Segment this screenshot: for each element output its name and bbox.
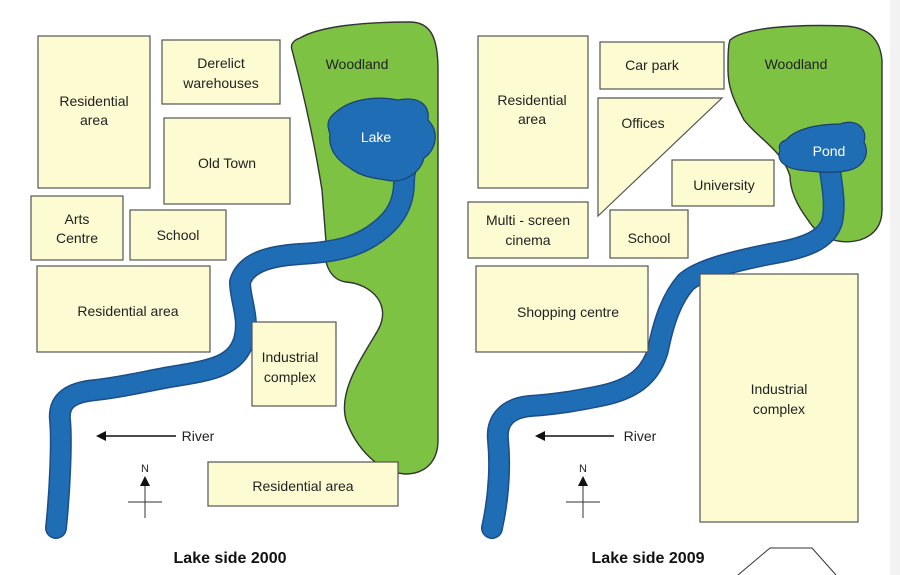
derelict-warehouses-label-2: warehouses (182, 75, 259, 91)
caption-2000: Lake side 2000 (174, 550, 287, 567)
compass-2009 (566, 476, 600, 518)
school-label-2000: School (157, 227, 200, 243)
river-arrow-2000 (96, 431, 176, 441)
industrial-complex-label-2000-1: Industrial (262, 349, 319, 365)
industrial-complex-label-2009-2: complex (753, 401, 805, 417)
residential-area-top-label-1: Residential (59, 93, 128, 109)
multi-screen-cinema-block (467, 201, 589, 259)
derelict-warehouses-block (161, 39, 281, 105)
lake-shape (327, 97, 436, 182)
residential-area-label-2009-1: Residential (497, 92, 566, 108)
river-label-2009: River (624, 428, 657, 444)
map-2009: Residential area Car park Woodland Offic… (467, 24, 883, 575)
river-2000 (46, 146, 420, 538)
map-2000: Residential area Derelict warehouses Woo… (30, 21, 439, 567)
car-park-label: Car park (625, 57, 680, 73)
residential-area-label-2009-2: area (518, 111, 546, 127)
woodland-label-2009: Woodland (765, 56, 828, 72)
residential-area-top-2000 (37, 35, 151, 189)
river-label-2000: River (182, 428, 215, 444)
pond-label: Pond (813, 143, 846, 159)
woodland-label-2000: Woodland (326, 56, 389, 72)
derelict-warehouses-label-1: Derelict (197, 55, 245, 71)
residential-area-mid-block (36, 265, 211, 353)
multi-screen-cinema-label-1: Multi - screen (486, 212, 570, 228)
industrial-complex-block-2000 (251, 321, 337, 407)
university-block (671, 159, 775, 207)
school-block-2000 (129, 209, 227, 261)
industrial-complex-label-2000-2: complex (264, 369, 316, 385)
offices-label: Offices (621, 115, 664, 131)
offices-block (597, 97, 724, 218)
north-arrow-icon (578, 476, 588, 486)
industrial-complex-block-2009 (699, 273, 859, 523)
arts-centre-block (30, 195, 124, 261)
industrial-complex-label-2009-1: Industrial (751, 381, 808, 397)
school-label-2009: School (628, 230, 671, 246)
multi-screen-cinema-label-2: cinema (505, 232, 550, 248)
car-park-block (599, 41, 725, 90)
caption-2009: Lake side 2009 (592, 550, 705, 567)
north-label-2000: N (141, 463, 149, 475)
residential-area-bottom-block (207, 461, 399, 507)
school-block-2009 (609, 209, 689, 259)
old-town-label: Old Town (198, 155, 256, 171)
river-arrow-2009 (535, 431, 614, 441)
university-label: University (693, 177, 754, 193)
lake-label: Lake (361, 129, 392, 145)
north-label-2009: N (579, 463, 587, 475)
residential-area-block-2009 (477, 35, 589, 189)
residential-area-bottom-label: Residential area (252, 478, 353, 494)
residential-area-top-label-2: area (80, 112, 108, 128)
old-town-block (163, 117, 291, 205)
shopping-centre-label: Shopping centre (517, 304, 619, 320)
arts-centre-label-1: Arts (65, 211, 90, 227)
compass-2000 (128, 476, 162, 518)
shopping-centre-block (475, 265, 649, 353)
pond-shape (778, 121, 867, 173)
river-2009 (482, 140, 844, 538)
corner-decoration (737, 547, 837, 575)
residential-area-mid-label: Residential area (77, 303, 178, 319)
north-arrow-icon (140, 476, 150, 486)
arts-centre-label-2: Centre (56, 230, 98, 246)
